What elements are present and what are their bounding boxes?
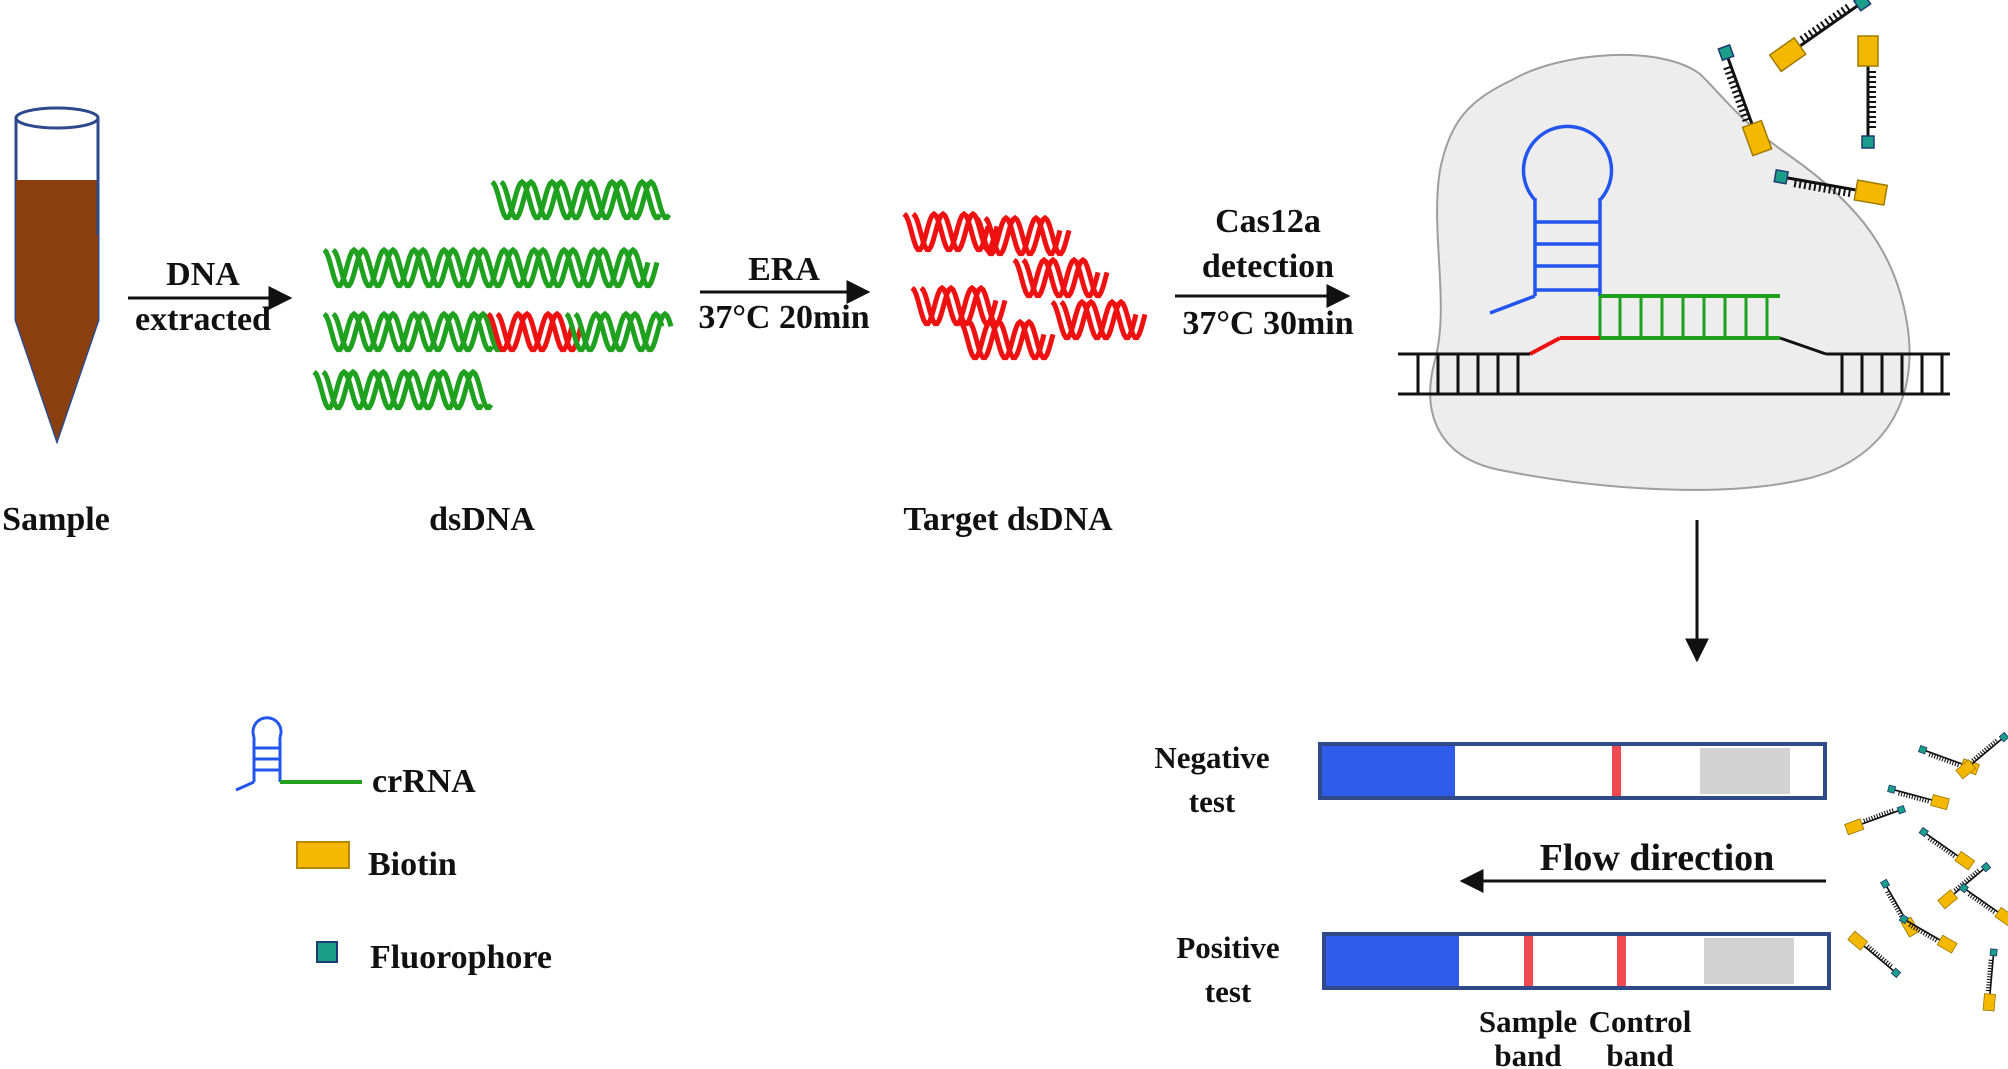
dsdna-cluster [312,178,674,411]
positive-test-strip [1322,932,1831,990]
target-helix-3 [910,284,1008,327]
dsdna-helix-row3b [564,310,674,353]
positive-sample-band [1524,936,1533,986]
arrow3-label-3: 37°C 30min [1182,305,1353,342]
legend-biotin-label: Biotin [368,846,457,883]
target-dsdna-label: Target dsDNA [903,501,1113,538]
positive-test-label-2: test [1205,974,1252,1009]
reporter-probes-bottom [1844,731,2008,1012]
sample-label: Sample [2,501,110,538]
negative-absorbent-pad [1700,748,1790,794]
negative-test-strip [1318,742,1827,800]
reporter-probe-14 [1847,930,1902,979]
reporter-probe-2 [1857,35,1879,149]
dsdna-helix-top [490,178,672,221]
sample-band-label-1: Sample [1479,1004,1577,1039]
flow-direction-label: Flow direction [1540,837,1775,879]
reporter-probe-8 [1887,784,1950,811]
arrow2-label-bottom: 37°C 20min [698,299,869,336]
cas12a-protein-blob [1429,53,1911,491]
fluorophore-icon [316,941,338,963]
dsdna-target-segment [486,310,584,353]
reporter-probe-1 [1768,0,1872,73]
cas12a-complex [1398,53,1950,491]
crrna-hairpin [1489,124,1614,315]
target-dsdna-cluster [902,210,1148,361]
positive-test-label-1: Positive [1176,930,1279,965]
target-helix-6 [1050,298,1148,341]
legend: crRNA Biotin Fluorophore [235,716,552,976]
reporter-probe-3 [1717,43,1773,157]
negative-control-band [1612,746,1621,796]
arrow1-label-bottom: extracted [135,301,271,338]
dsdna-helix-row3a [322,310,504,353]
arrow1-label-top: DNA [166,256,240,293]
target-helix-5 [958,318,1056,361]
legend-crrna-icon [235,716,362,792]
tube-rim [14,106,100,130]
crrna-target-duplex [1529,294,1780,356]
biotin-icon [296,841,350,869]
positive-sample-pad [1326,936,1459,986]
reporter-probe-15 [1982,948,1998,1012]
negative-sample-pad [1322,746,1455,796]
dsdna-helix-row2 [322,246,660,289]
reporter-probe-4 [1773,168,1889,206]
reporter-probe-6 [1955,731,2008,780]
reporter-probe-11 [1880,878,1920,938]
sample-tube [14,106,100,445]
positive-absorbent-pad [1704,938,1794,984]
control-band-label-1: Control [1589,1004,1692,1039]
target-helix-4 [1012,256,1110,299]
tube-liquid [16,180,98,440]
target-helix-2 [974,214,1072,257]
negative-test-label-1: Negative [1154,740,1269,775]
arrow3-label-2: detection [1202,248,1334,285]
dsdna-helix-bottom [312,368,494,411]
dsdna-label: dsDNA [429,501,535,538]
legend-crrna-label: crRNA [372,763,476,800]
reporter-probes-top [1717,0,1889,206]
sample-band-label-2: band [1494,1038,1561,1069]
legend-fluorophore-label: Fluorophore [370,939,552,976]
reporter-probe-13 [1958,882,2008,927]
arrow2-label-top: ERA [748,251,820,288]
negative-test-label-2: test [1189,784,1236,819]
positive-control-band [1617,936,1626,986]
reporter-probe-7 [1844,804,1907,836]
reporter-probe-12 [1898,914,1958,954]
target-dna-ladder [1398,336,1950,396]
reporter-probe-9 [1918,826,1976,871]
arrow3-label-1: Cas12a [1215,203,1321,240]
control-band-label-2: band [1606,1038,1673,1069]
